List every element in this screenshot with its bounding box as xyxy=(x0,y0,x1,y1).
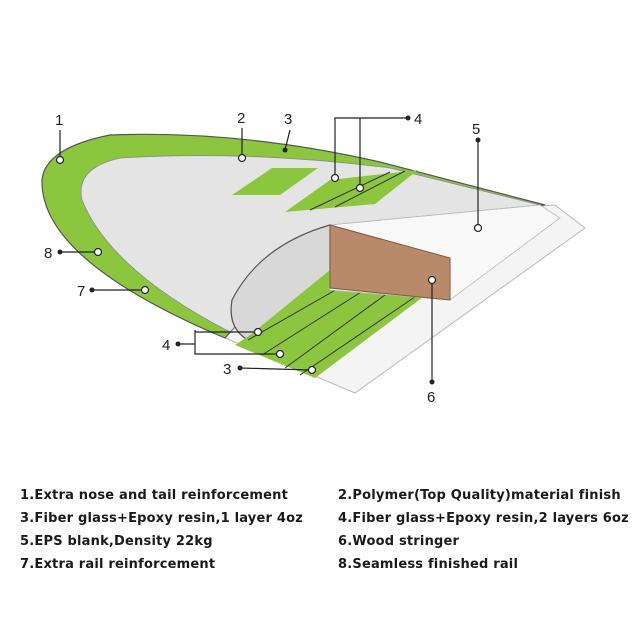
callout-dots xyxy=(55,115,483,385)
callout-label-1: 1 xyxy=(55,112,63,129)
deck-strip-line-2 xyxy=(334,170,406,208)
legend-item-7: 7.Extra rail reinforcement xyxy=(20,557,216,572)
callout-lines xyxy=(59,117,479,382)
wood-stringer xyxy=(329,224,451,301)
legend-item-1: 1.Extra nose and tail reinforcement xyxy=(20,488,289,503)
legend-item-5: 5.EPS blank,Density 22kg xyxy=(20,534,213,549)
callout-label-8: 8 xyxy=(44,245,52,262)
bottom-strip-line-3 xyxy=(284,283,401,369)
callout-label-2: 2 xyxy=(237,110,245,127)
legend-row: 1.Extra nose and tail reinforcement 2.Po… xyxy=(20,484,621,507)
callout-label-4-top: 4 xyxy=(414,111,422,128)
surfboard-cross-section-diagram: 1 2 3 4 5 6 7 8 4 3 xyxy=(41,110,586,406)
deck-glass-strip-2 xyxy=(285,170,418,212)
legend-item-8: 8.Seamless finished rail xyxy=(338,557,519,572)
deck-glass-strip-1 xyxy=(232,168,318,195)
callout-label-5: 5 xyxy=(472,121,480,138)
legend-item-4: 4.Fiber glass+Epoxy resin,2 layers 6oz xyxy=(338,511,629,526)
bottom-strip-line-4 xyxy=(299,287,429,376)
callout-label-4-bottom: 4 xyxy=(162,337,170,354)
callout-label-6: 6 xyxy=(427,389,435,406)
legend-item-6: 6.Wood stringer xyxy=(338,534,460,549)
legend-row: 7.Extra rail reinforcement 8.Seamless fi… xyxy=(20,553,620,576)
legend-item-2: 2.Polymer(Top Quality)material finish xyxy=(338,488,621,503)
callout-label-3-bottom: 3 xyxy=(223,361,231,378)
legend-row: 5.EPS blank,Density 22kg 6.Wood stringer xyxy=(20,530,620,553)
legend-item-3: 3.Fiber glass+Epoxy resin,1 layer 4oz xyxy=(20,511,303,526)
legend: 1.Extra nose and tail reinforcement 2.Po… xyxy=(20,484,629,576)
deck-strip-line-1 xyxy=(309,171,391,211)
legend-row: 3.Fiber glass+Epoxy resin,1 layer 4oz 4.… xyxy=(20,507,629,530)
callout-label-7: 7 xyxy=(77,283,85,300)
callout-label-3-top: 3 xyxy=(284,111,292,128)
bottom-glass-layer xyxy=(235,270,435,378)
